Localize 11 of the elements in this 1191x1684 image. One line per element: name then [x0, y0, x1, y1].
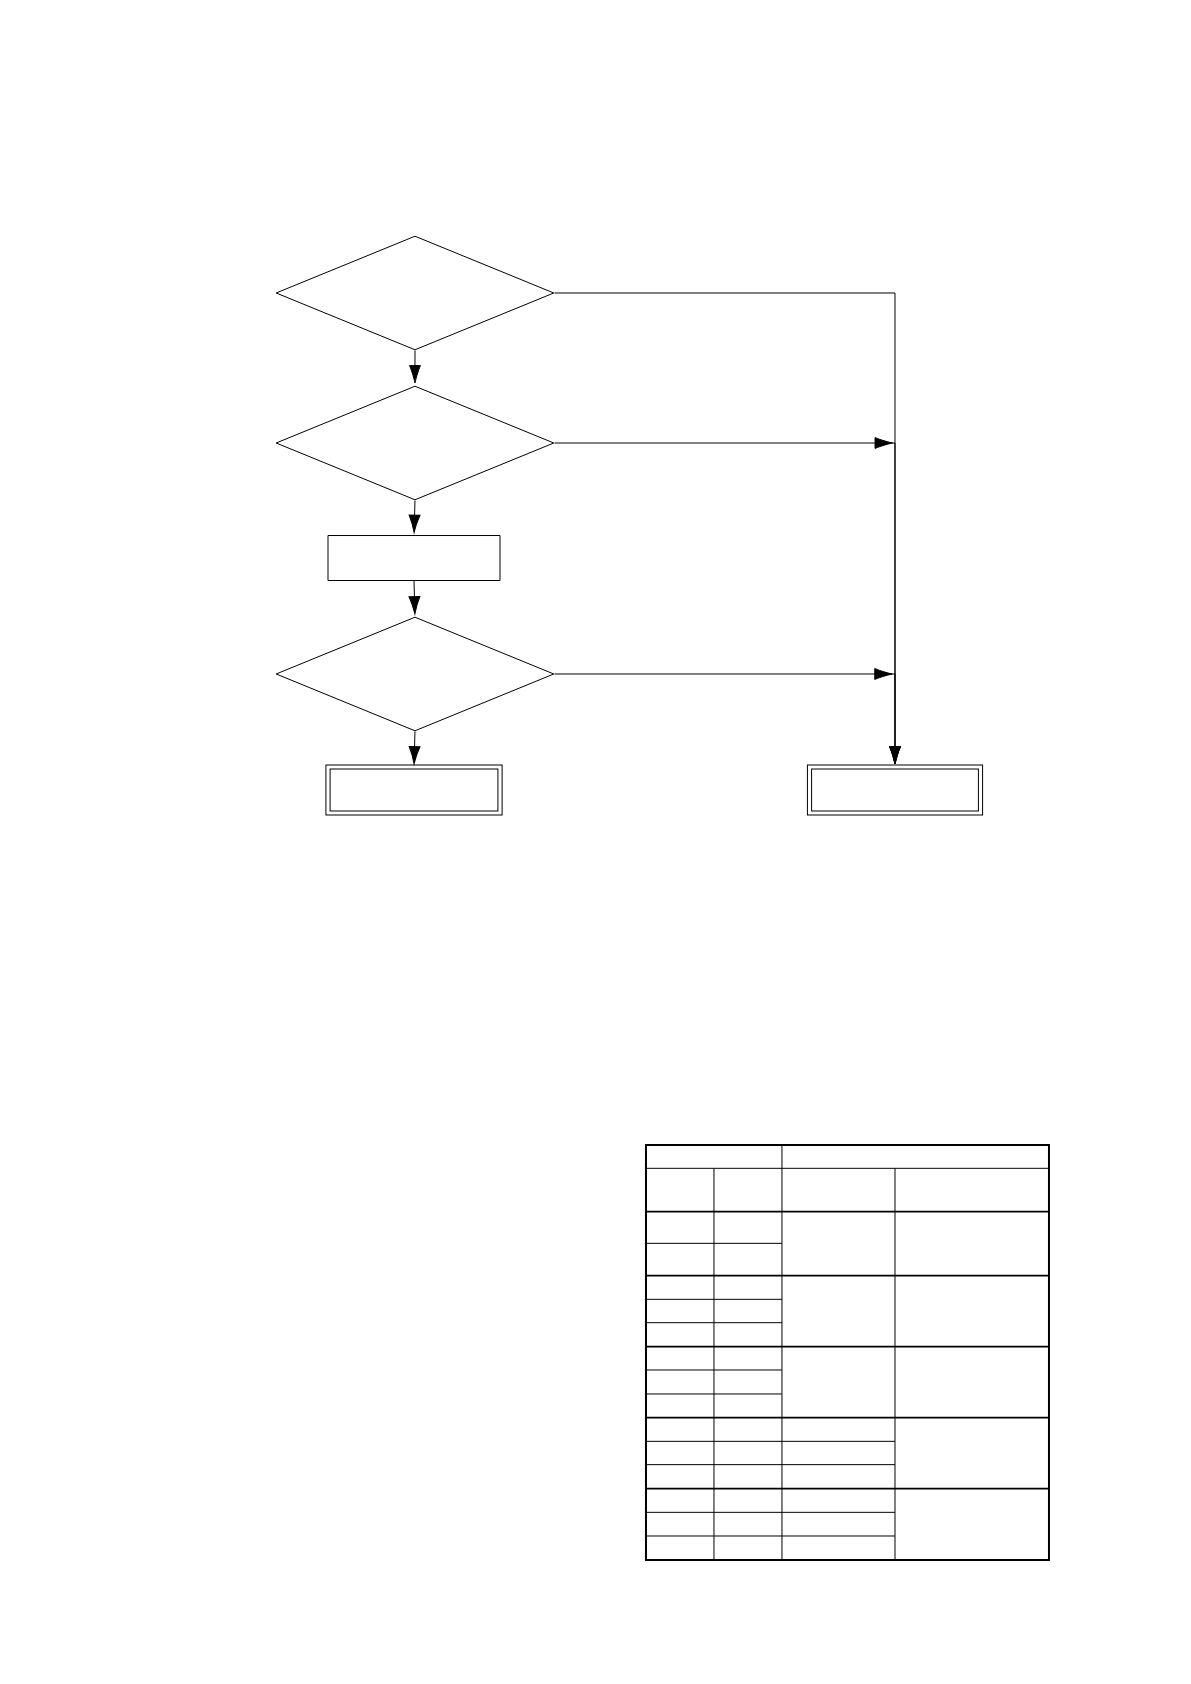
terminal-box: [325, 764, 503, 816]
arrow: [554, 668, 901, 765]
arrow: [408, 580, 421, 615]
decision-diamond: [275, 616, 555, 732]
arrow: [408, 731, 421, 765]
terminal-box: [806, 764, 984, 816]
arrow: [408, 500, 421, 534]
process-box: [327, 535, 501, 581]
decision-diamond: [275, 235, 555, 351]
decision-diamond: [275, 385, 555, 501]
arrow: [409, 350, 421, 384]
